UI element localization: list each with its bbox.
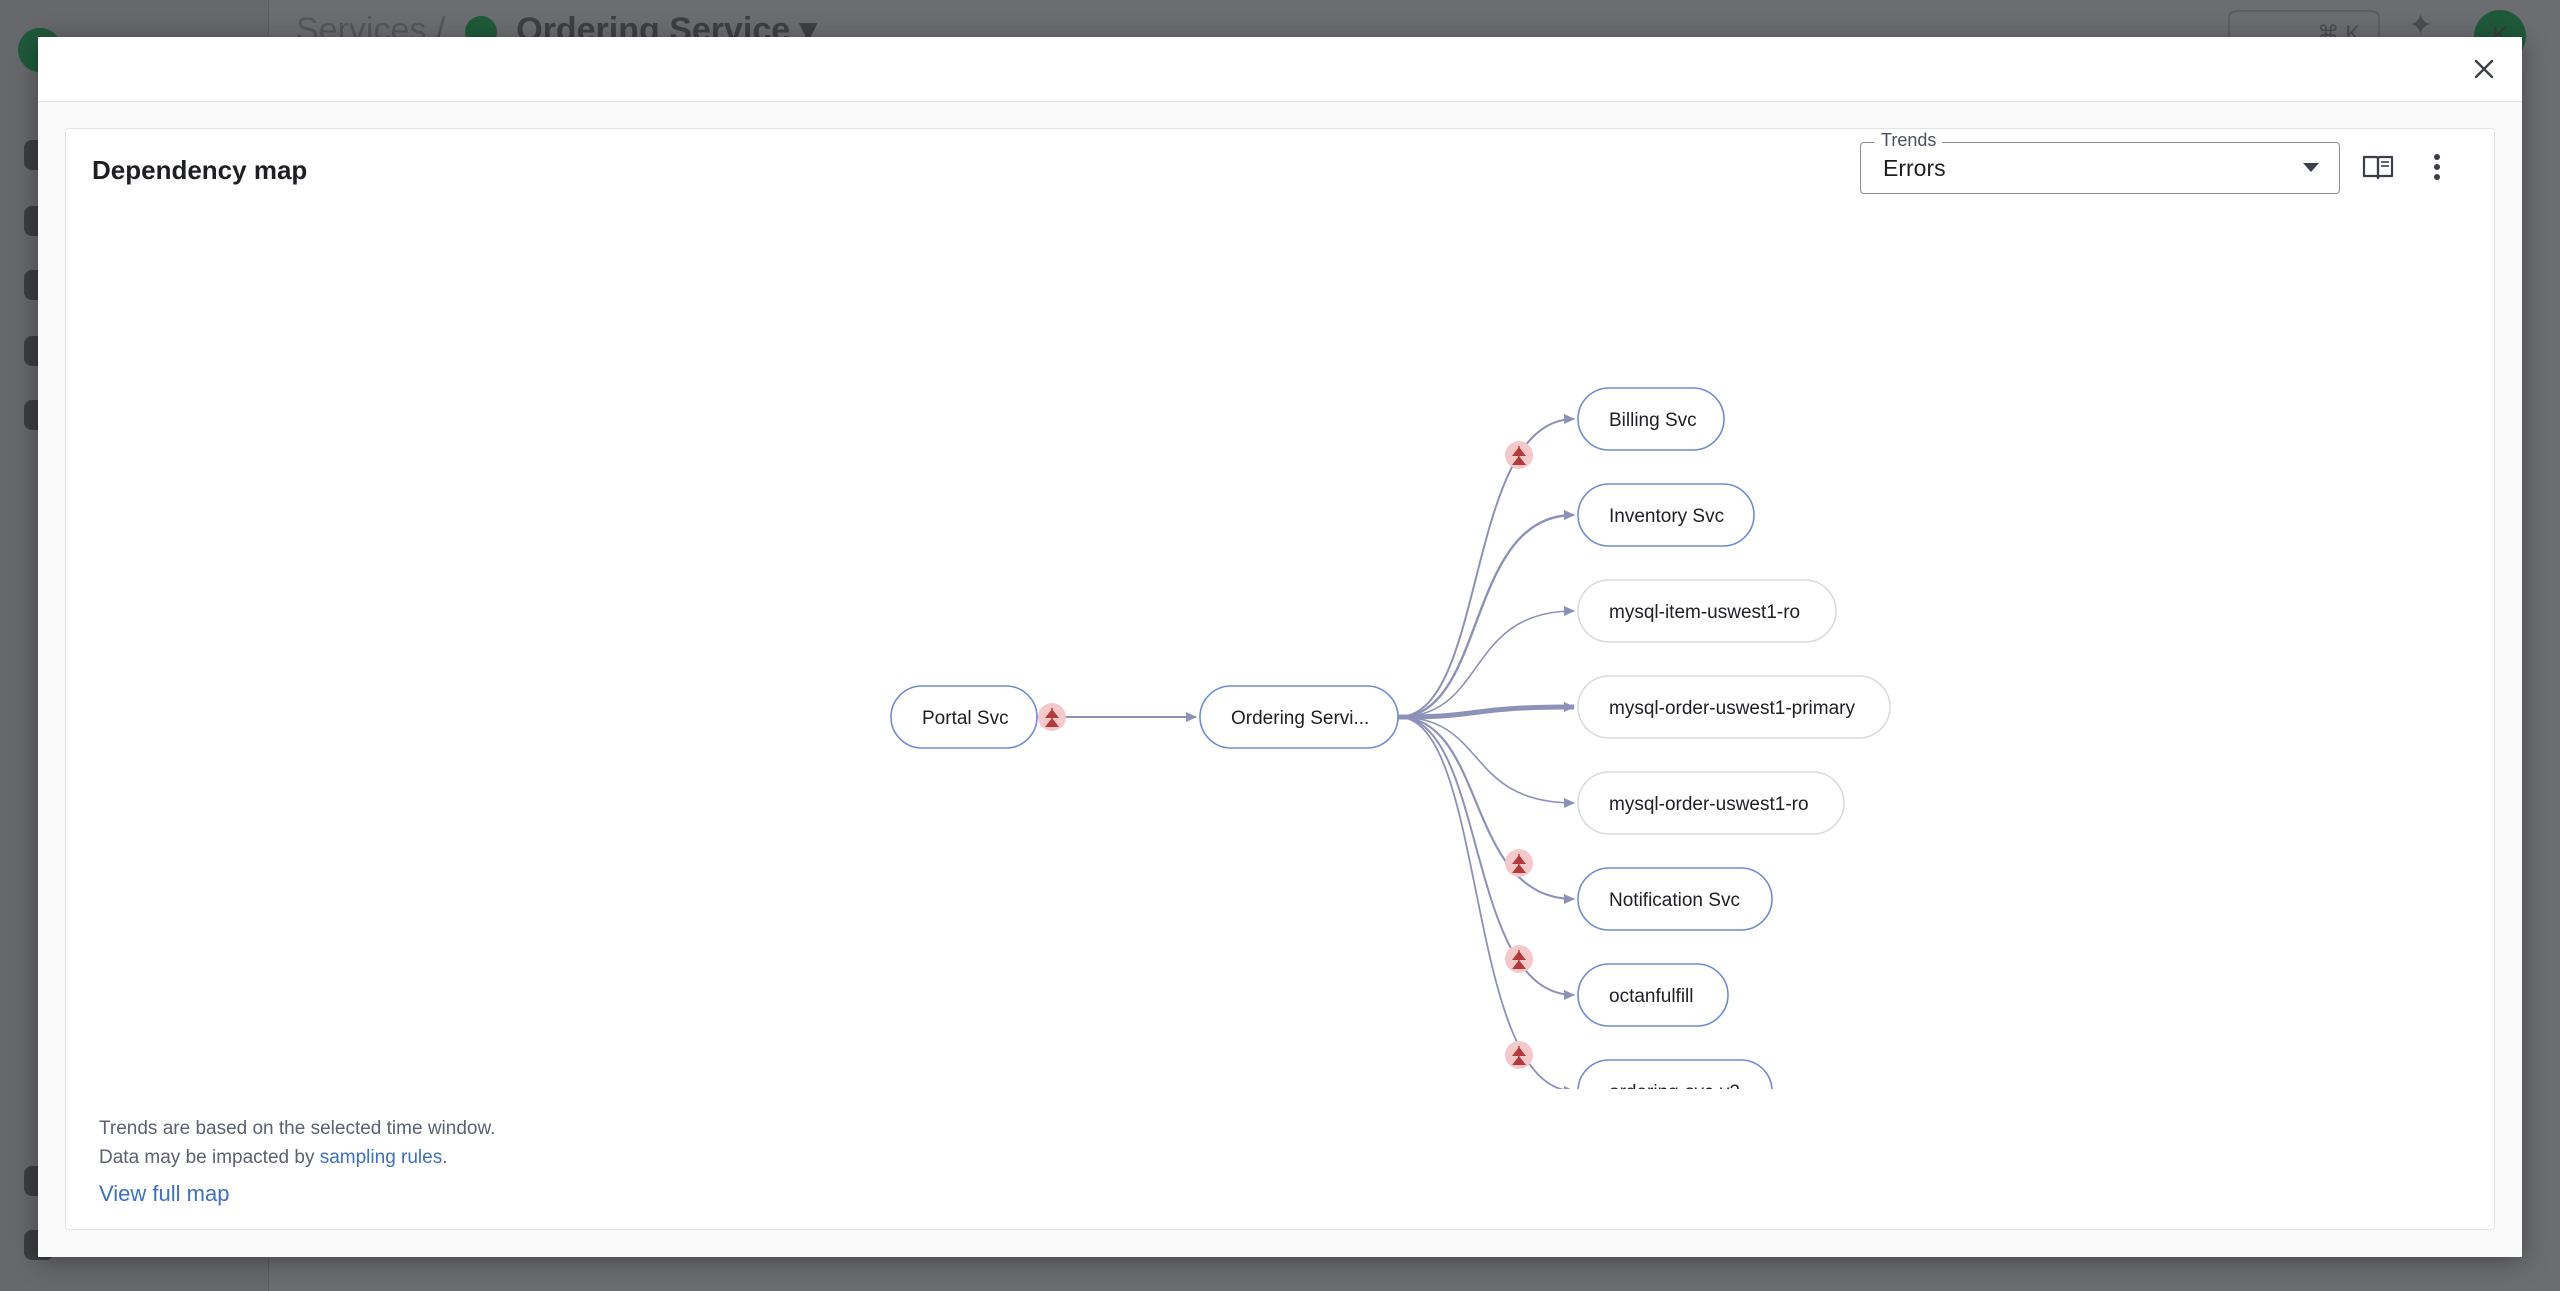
- dependency-edge: [1397, 702, 1575, 720]
- node-pill: [890, 685, 1038, 749]
- dependency-map-modal: Dependency map Trends Errors P: [38, 37, 2522, 1257]
- errors-increasing-icon: [1038, 703, 1066, 731]
- dependency-edge: [1397, 716, 1575, 1000]
- graph-trend-badges: [1038, 441, 1533, 1069]
- node-pill: [1577, 771, 1845, 835]
- errors-increasing-icon: [1505, 441, 1533, 469]
- node-label: mysql-item-uswest1-ro: [1609, 602, 1800, 623]
- node-dependency[interactable]: Billing Svc: [1577, 387, 1725, 451]
- trends-select-label: Trends: [1875, 130, 1943, 151]
- dependency-edge: [1397, 606, 1575, 718]
- node-pill: [1577, 867, 1773, 931]
- node-pill: [1577, 1059, 1773, 1089]
- view-full-map-link[interactable]: View full map: [99, 1181, 230, 1206]
- graph-edges: [1037, 414, 1575, 1089]
- dependency-edge: [1397, 715, 1575, 904]
- graph-nodes: Portal Svc Ordering Servi... Billing SvcIn…: [890, 387, 1891, 1089]
- trends-note: Trends are based on the selected time wi…: [99, 1118, 496, 1139]
- more-vertical-icon[interactable]: [2420, 145, 2454, 189]
- book-icon[interactable]: [2356, 145, 2400, 189]
- node-pill: [1577, 963, 1729, 1027]
- node-dependency[interactable]: octanfulfill: [1577, 963, 1729, 1027]
- errors-increasing-icon: [1505, 945, 1533, 973]
- node-dependency[interactable]: mysql-order-uswest1-primary: [1577, 675, 1891, 739]
- caret-down-icon: [2303, 163, 2319, 172]
- node-pill: [1577, 579, 1837, 643]
- node-portal-svc[interactable]: Portal Svc: [890, 685, 1038, 749]
- dependency-edge: [1397, 716, 1575, 1089]
- node-label: mysql-order-uswest1-primary: [1609, 698, 1855, 719]
- sampling-note-suffix: .: [442, 1147, 448, 1168]
- dependency-edge: [1397, 716, 1575, 808]
- node-label: Inventory Svc: [1609, 506, 1724, 527]
- node-dependency[interactable]: Notification Svc: [1577, 867, 1773, 931]
- node-pill: [1577, 387, 1725, 451]
- errors-increasing-icon: [1505, 1041, 1533, 1069]
- node-dependency[interactable]: ordering-svc-v2: [1577, 1059, 1773, 1089]
- node-pill: [1199, 685, 1399, 749]
- sampling-note: Data may be impacted by sampling rules.: [99, 1147, 448, 1169]
- node-label: Ordering Servi...: [1231, 708, 1369, 729]
- node-dependency[interactable]: Inventory Svc: [1577, 483, 1755, 547]
- node-label: mysql-order-uswest1-ro: [1609, 794, 1809, 815]
- node-dependency[interactable]: mysql-order-uswest1-ro: [1577, 771, 1845, 835]
- node-label: Notification Svc: [1609, 890, 1740, 911]
- close-icon[interactable]: [2466, 51, 2502, 87]
- node-dependency[interactable]: mysql-item-uswest1-ro: [1577, 579, 1837, 643]
- dependency-edge: [1397, 414, 1575, 718]
- dependency-edge: [1397, 510, 1575, 719]
- node-label: Portal Svc: [922, 708, 1009, 729]
- sampling-note-text: Data may be impacted by: [99, 1147, 320, 1168]
- breadcrumb-separator: /: [435, 11, 446, 49]
- dependency-map-card: Dependency map Trends Errors P: [65, 128, 2495, 1230]
- dependency-graph: Portal Svc Ordering Servi... Billing SvcIn…: [890, 387, 1891, 1089]
- node-label: octanfulfill: [1609, 986, 1694, 1007]
- trends-select[interactable]: Trends Errors: [1860, 130, 2340, 194]
- sparkle-icon: ✦: [2408, 9, 2434, 42]
- node-ordering-service[interactable]: Ordering Servi...: [1199, 685, 1399, 749]
- errors-increasing-icon: [1505, 849, 1533, 877]
- node-label: ordering-svc-v2: [1609, 1082, 1740, 1089]
- sampling-rules-link[interactable]: sampling rules: [319, 1147, 443, 1168]
- node-pill: [1577, 483, 1755, 547]
- trends-select-value: Errors: [1883, 155, 1946, 181]
- node-label: Billing Svc: [1609, 410, 1697, 431]
- node-pill: [1577, 675, 1891, 739]
- card-title: Dependency map: [92, 155, 308, 185]
- modal-header: [38, 37, 2522, 102]
